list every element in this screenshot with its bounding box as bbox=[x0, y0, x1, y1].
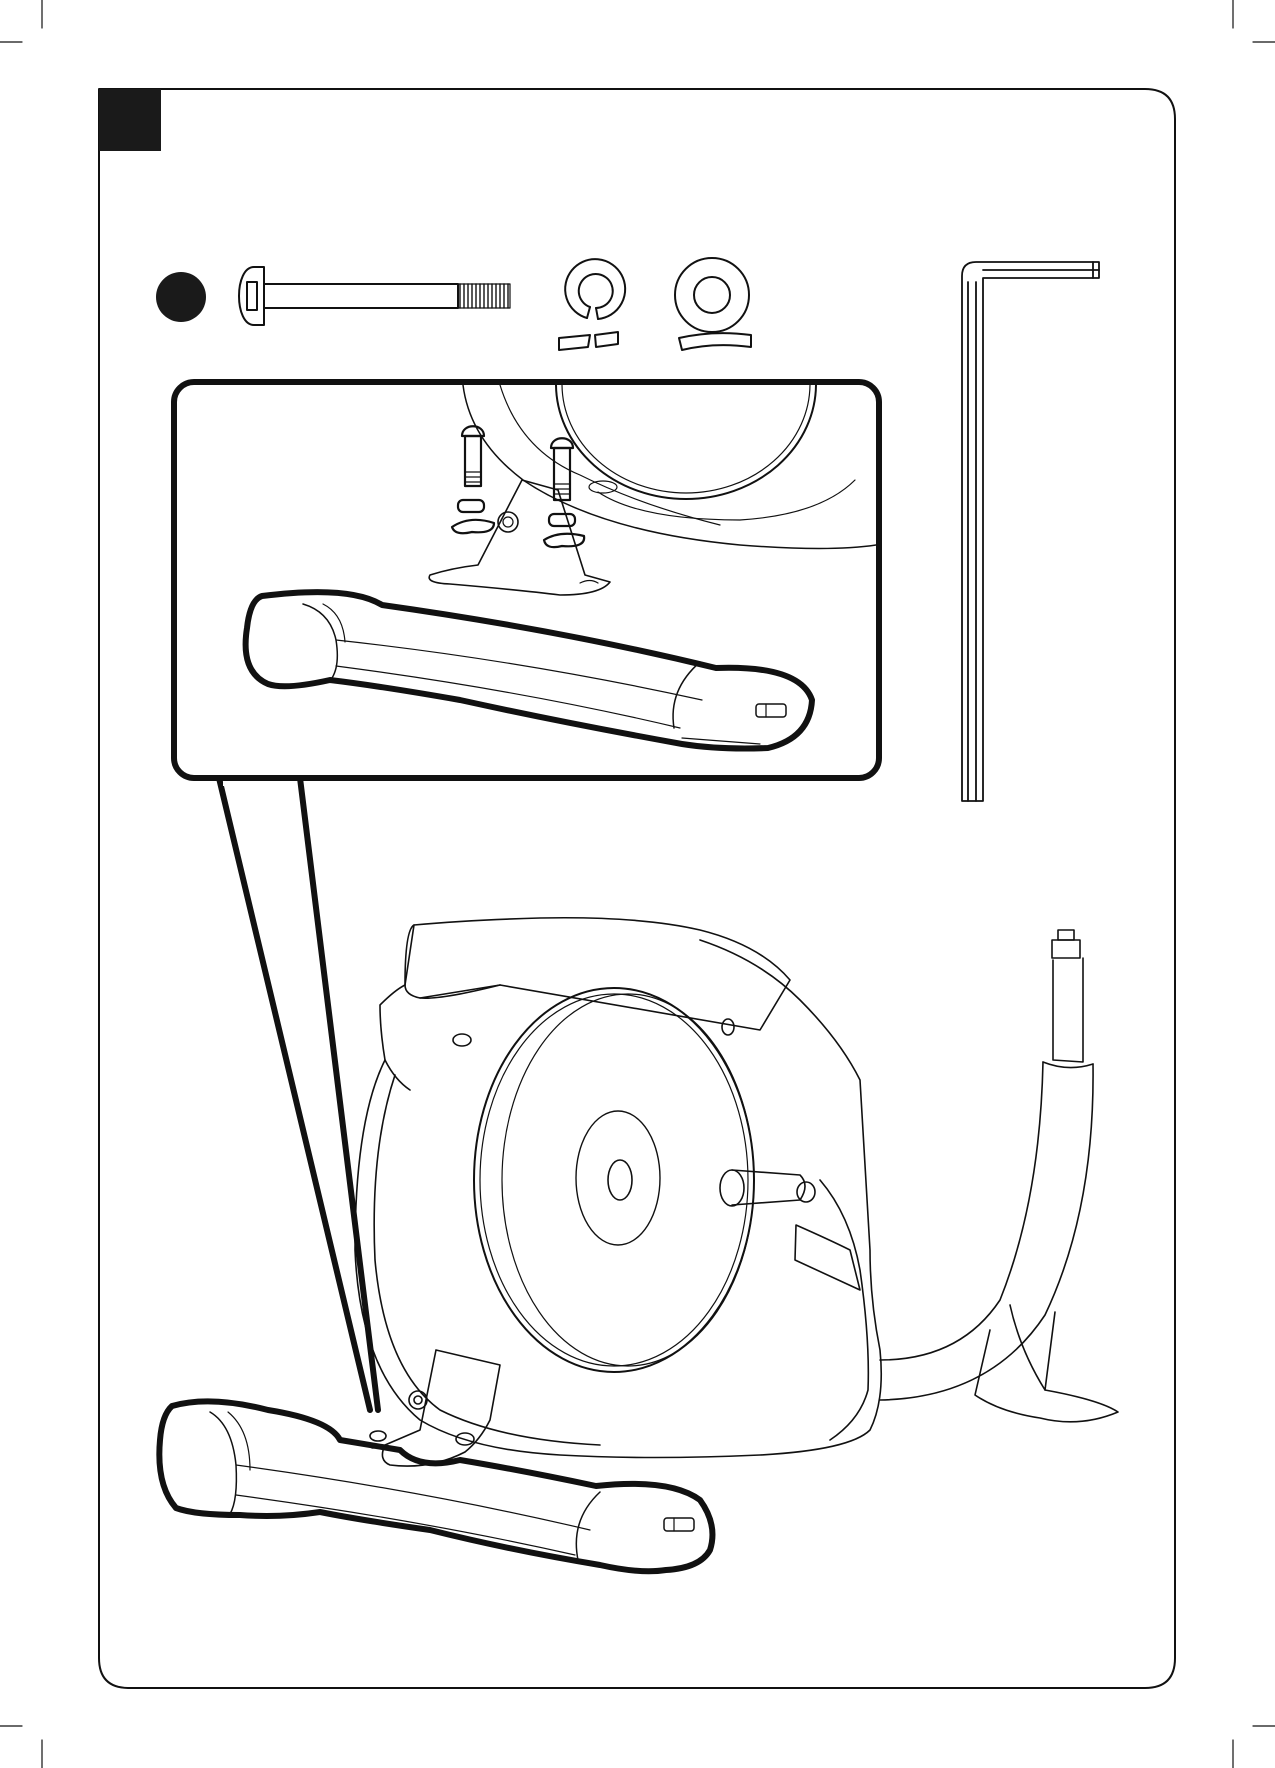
hardware-marker bbox=[156, 272, 206, 322]
callout-pointer bbox=[219, 778, 378, 1410]
detail-callout bbox=[174, 269, 879, 778]
front-stabilizer bbox=[159, 1401, 712, 1571]
flat-washer-icon bbox=[675, 258, 751, 350]
spring-washer-icon bbox=[559, 259, 625, 350]
page-frame bbox=[99, 89, 1175, 1688]
step-marker bbox=[99, 89, 161, 151]
elliptical-frame bbox=[355, 918, 1118, 1466]
allen-key-icon bbox=[962, 262, 1099, 801]
bolt-icon bbox=[239, 267, 510, 325]
